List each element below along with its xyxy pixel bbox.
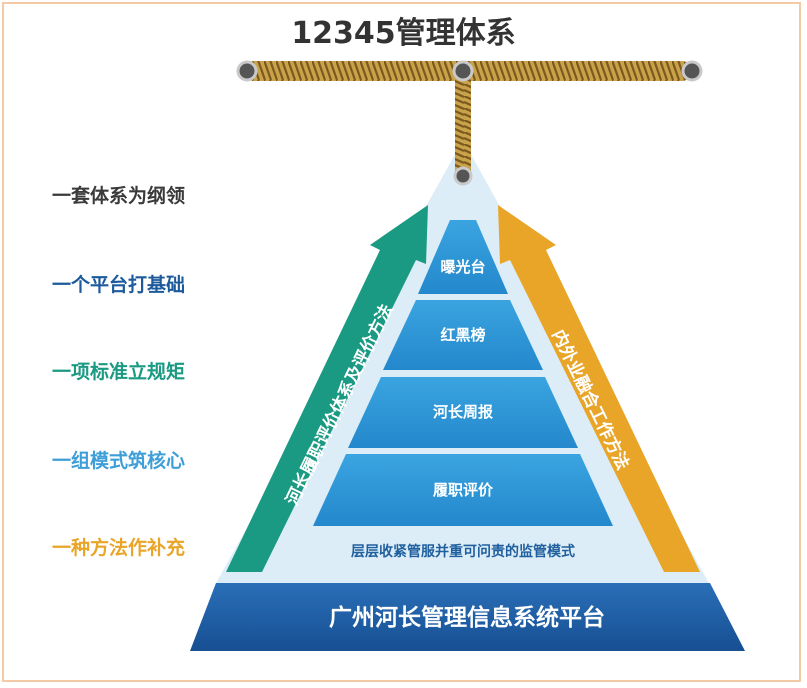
regulatory-mode-label: 层层收紧管服并重可问责的监管模式 — [351, 543, 575, 560]
tier-label-evaluation: 履职评价 — [432, 481, 494, 499]
left-label-mode: 一组模式筑核心 — [52, 450, 186, 472]
tier-redblack — [383, 300, 543, 370]
pyramid-tiers: 曝光台 红黑榜 河长周报 履职评价 — [313, 220, 613, 526]
left-label-platform: 一个平台打基础 — [52, 274, 186, 296]
tier-label-redblack: 红黑榜 — [440, 326, 485, 344]
right-arrow — [498, 205, 700, 572]
rope-knob-left — [236, 60, 258, 82]
page-title: 12345管理体系 — [291, 16, 516, 51]
rope-knob-bottom — [453, 166, 473, 186]
rope-knob-right — [681, 60, 703, 82]
tier-evaluation — [313, 454, 613, 526]
image-frame — [2, 2, 801, 682]
platform-base — [190, 583, 745, 651]
left-label-system: 一套体系为纲领 — [52, 185, 186, 207]
platform-base-label: 广州河长管理信息系统平台 — [329, 604, 605, 631]
tier-weekly — [348, 377, 578, 448]
rope-vertical — [455, 70, 471, 178]
tier-label-weekly: 河长周报 — [433, 403, 493, 421]
rope-knob-center — [452, 60, 474, 82]
rope-decoration — [236, 60, 703, 186]
left-label-standard: 一项标准立规矩 — [52, 361, 186, 383]
left-label-method: 一种方法作补充 — [52, 537, 186, 559]
tier-exposure — [418, 220, 508, 294]
left-arrow — [226, 205, 428, 572]
tier-label-exposure: 曝光台 — [440, 258, 485, 276]
